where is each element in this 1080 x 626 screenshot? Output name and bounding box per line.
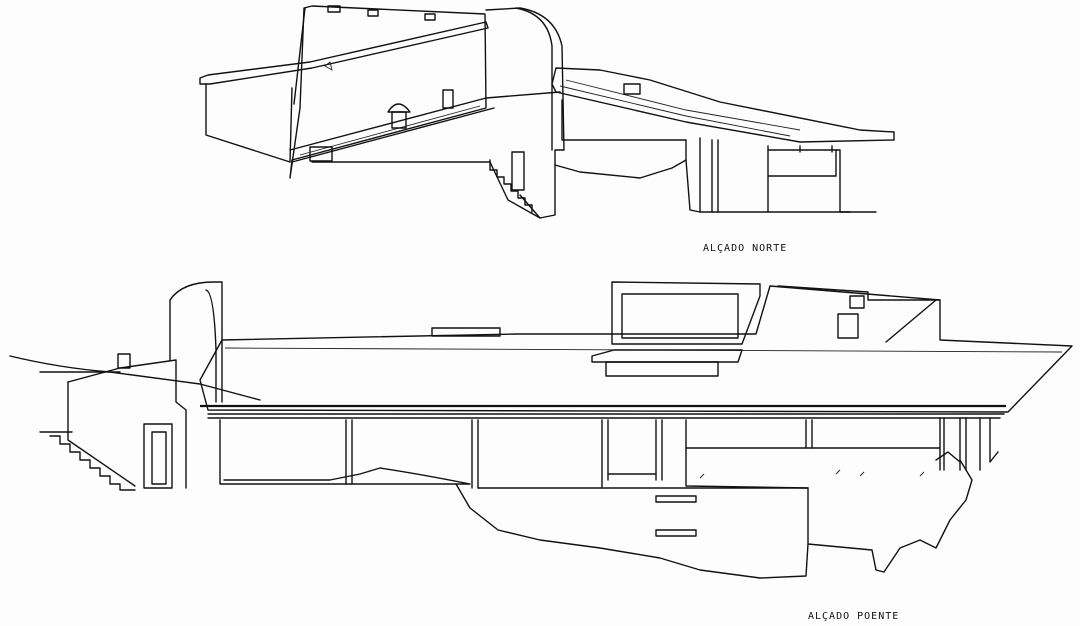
north-elevation-caption: ALÇADO NORTE <box>703 243 788 254</box>
west-elevation <box>9 281 1073 579</box>
north-elevation <box>199 5 895 219</box>
west-elevation-caption: ALÇADO POENTE <box>808 611 900 622</box>
